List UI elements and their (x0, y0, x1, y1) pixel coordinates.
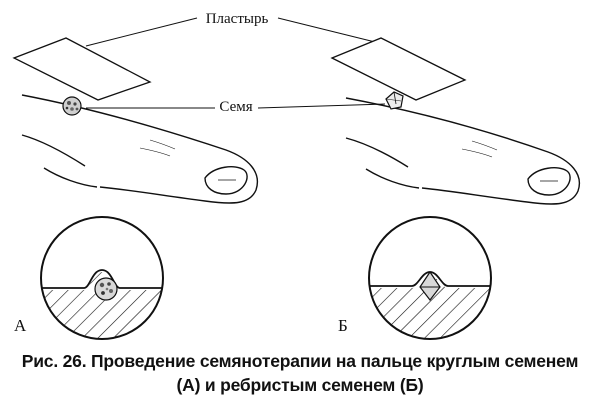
seed-leader-right (257, 103, 386, 109)
seed-label-group: Семя (86, 99, 386, 115)
ribbed-seed-magnified-icon (419, 270, 441, 301)
plaster-leader-right (277, 17, 376, 43)
round-seed-magnified-icon (94, 277, 118, 301)
panel-b: Б (330, 37, 581, 340)
plaster-patch-icon (12, 37, 152, 101)
plaster-label-group: Пластырь (85, 11, 376, 47)
panel-a-letter: А (14, 316, 27, 335)
magnifier-b (368, 216, 492, 340)
finger-a (21, 94, 259, 204)
plaster-label: Пластырь (206, 11, 269, 27)
caption-line-2: (А) и ребристым семенем (Б) (176, 375, 424, 395)
ribbed-seed-icon (385, 91, 404, 110)
plaster-patch-icon (330, 37, 467, 101)
panel-b-letter: Б (338, 316, 348, 335)
plaster-leader-left (85, 17, 198, 47)
caption-line-1: Рис. 26. Проведение семянотерапии на пал… (21, 351, 579, 371)
magnifier-a (40, 216, 164, 340)
panel-a: А (12, 37, 259, 340)
round-seed-icon (62, 96, 82, 116)
seed-label: Семя (219, 99, 252, 115)
finger-b (345, 97, 581, 205)
figure-caption: Рис. 26. Проведение семянотерапии на пал… (0, 349, 600, 397)
